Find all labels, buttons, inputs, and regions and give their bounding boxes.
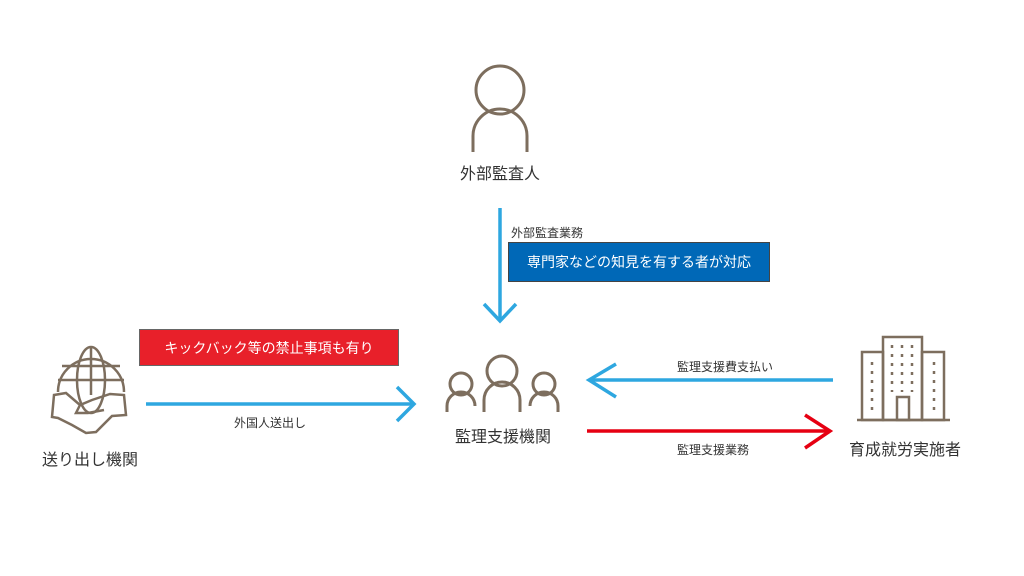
- dispatch-note-box: キックバック等の禁止事項も有り: [139, 329, 399, 366]
- supervisor-label: 監理支援機関: [454, 427, 552, 446]
- fee-arrow: [585, 362, 833, 399]
- person-icon: [471, 64, 529, 152]
- audit-note-box: 専門家などの知見を有する者が対応: [508, 242, 770, 282]
- building-icon: [857, 335, 950, 422]
- employer-label: 育成就労実施者: [848, 440, 962, 459]
- audit-arrow: [482, 208, 518, 324]
- dispatch-arrow: [146, 385, 417, 423]
- globe-handshake-icon: [50, 345, 128, 435]
- auditor-label: 外部監査人: [459, 164, 541, 183]
- fee-label: 監理支援費支払い: [676, 360, 774, 374]
- audit-label: 外部監査業務: [510, 226, 584, 240]
- sending-org-label: 送り出し機関: [41, 450, 139, 469]
- dispatch-label: 外国人送出し: [233, 416, 307, 430]
- group-icon: [445, 354, 560, 412]
- service-label: 監理支援業務: [676, 443, 750, 457]
- service-arrow: [587, 413, 834, 450]
